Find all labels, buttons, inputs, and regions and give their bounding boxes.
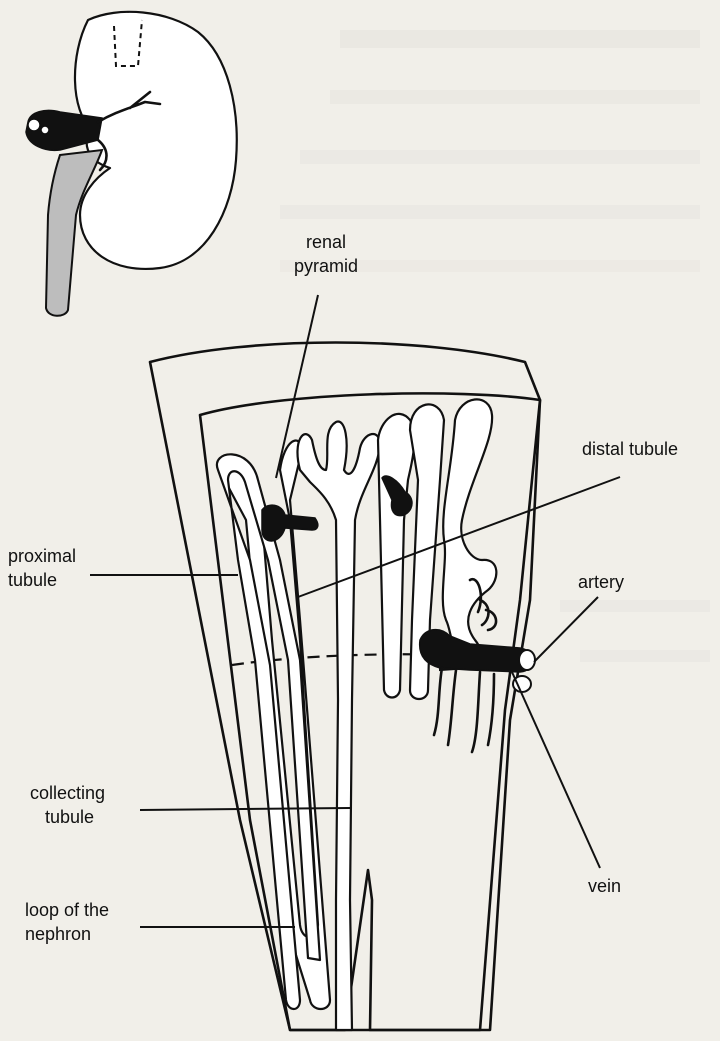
artery-opening bbox=[519, 650, 535, 670]
label-loop-of-the: loop of the bbox=[25, 900, 109, 920]
label-nephron: nephron bbox=[25, 924, 91, 944]
label-proximal-tubule-word: tubule bbox=[8, 570, 57, 590]
label-distal-tubule: distal tubule bbox=[582, 439, 678, 459]
label-proximal: proximal bbox=[8, 546, 76, 566]
leader-lines bbox=[90, 295, 620, 927]
vessel-end-1 bbox=[28, 119, 40, 131]
label-collecting: collecting bbox=[30, 783, 105, 803]
leader-collecting-tubule bbox=[140, 808, 350, 810]
label-vein: vein bbox=[588, 876, 621, 896]
label-collecting-tubule-word: tubule bbox=[45, 807, 94, 827]
vessel-end-2 bbox=[41, 126, 49, 134]
whole-kidney-sketch bbox=[26, 12, 237, 316]
distal-convolution bbox=[443, 399, 497, 663]
label-renal: renal bbox=[306, 232, 346, 252]
nephron-left bbox=[217, 440, 330, 1009]
label-pyramid: pyramid bbox=[294, 256, 358, 276]
vessel-branches-down bbox=[434, 668, 494, 752]
label-artery: artery bbox=[578, 572, 624, 592]
artery-and-vein bbox=[420, 630, 535, 752]
leader-vein bbox=[512, 672, 600, 868]
